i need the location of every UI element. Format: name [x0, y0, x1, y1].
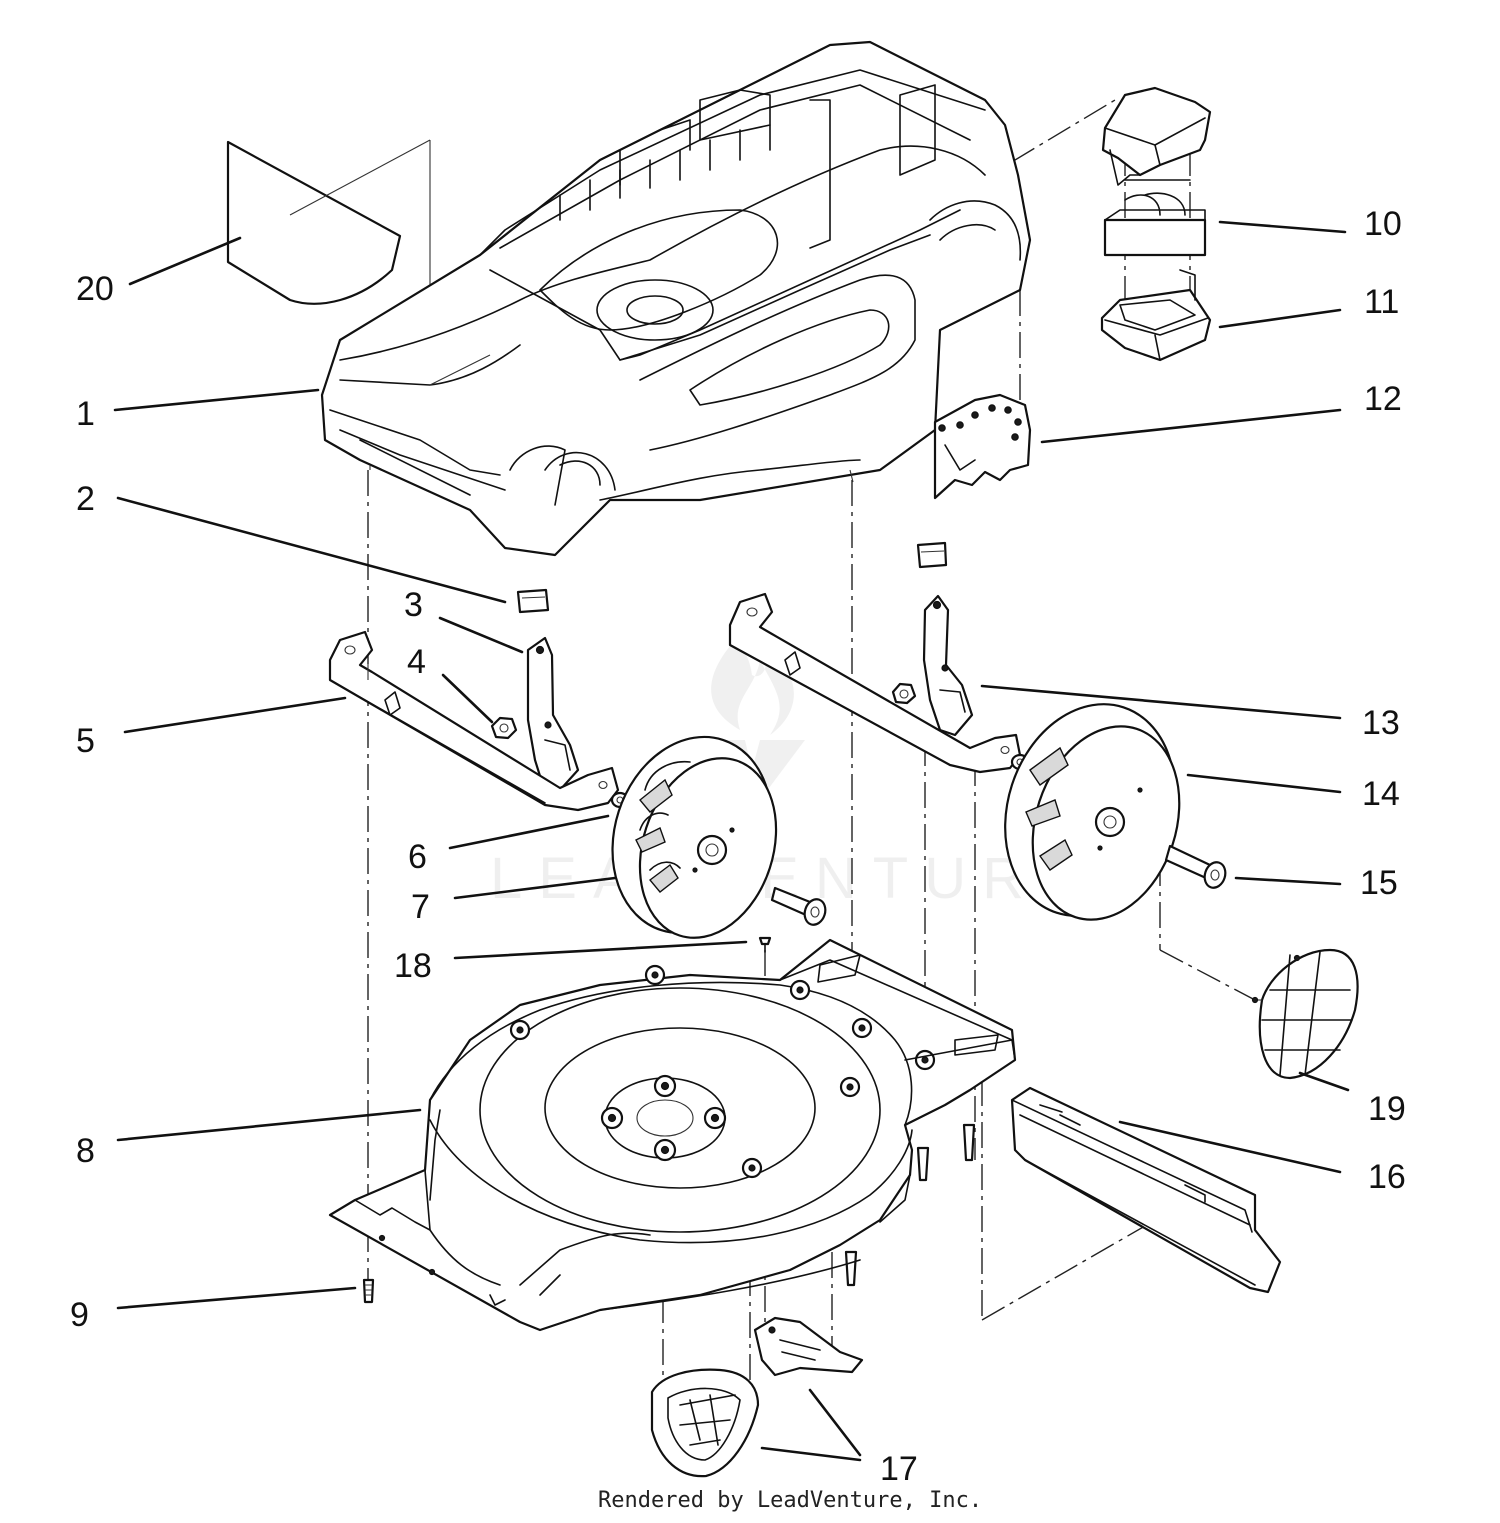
height-bracket-part-3	[526, 636, 580, 806]
pivot-cover-part-17-lower	[650, 1368, 760, 1478]
wheel-part-7	[611, 735, 778, 939]
callout-4: 4	[407, 643, 426, 681]
nut-part-4	[490, 716, 518, 740]
clip-right	[916, 541, 948, 569]
rear-axle	[728, 592, 1022, 774]
callout-12: 12	[1364, 380, 1402, 418]
wheel-part-14	[1004, 703, 1181, 921]
switch-base-part-11	[1100, 269, 1212, 362]
leader-lines	[113, 220, 1350, 1462]
callout-14: 14	[1362, 775, 1400, 813]
callout-3: 3	[404, 586, 423, 624]
callout-1: 1	[76, 395, 95, 433]
callout-19: 19	[1368, 1090, 1406, 1128]
deck-part-8	[328, 938, 1017, 1332]
callout-8: 8	[76, 1132, 95, 1170]
callout-13: 13	[1362, 704, 1400, 742]
height-plate-part-12	[933, 393, 1032, 500]
callout-6: 6	[408, 838, 427, 876]
callouts: 20 1 2 3 4 5 6 7 18 8 9 10 11 12 13 14 1…	[70, 205, 1406, 1488]
hub-cap-part-19	[1251, 948, 1359, 1080]
pivot-cover-part-17-upper	[753, 1316, 864, 1377]
bolt-part-9	[362, 1278, 375, 1304]
mower-housing-part-1	[320, 40, 1032, 557]
callout-18: 18	[394, 947, 432, 985]
callout-11: 11	[1364, 283, 1399, 321]
wheel-bolt-left	[770, 886, 827, 926]
callout-7: 7	[411, 888, 430, 926]
callout-20: 20	[76, 270, 114, 308]
callout-17: 17	[880, 1450, 918, 1488]
decal-part-20	[226, 139, 431, 385]
height-bracket-part-13	[922, 594, 974, 737]
rear-skirt-part-16	[1010, 1086, 1282, 1294]
callout-15: 15	[1360, 864, 1398, 902]
callout-5: 5	[76, 722, 95, 760]
callout-2: 2	[76, 480, 95, 518]
callout-10: 10	[1364, 205, 1402, 243]
nut-right	[891, 682, 917, 705]
callout-9: 9	[70, 1296, 89, 1334]
screw-part-18	[758, 936, 772, 953]
switch-cover-part-10	[1101, 86, 1212, 257]
front-axle-part-5	[328, 630, 620, 812]
wheel-bolt-part-15	[1164, 844, 1227, 889]
credit-text: Rendered by LeadVenture, Inc.	[598, 1488, 982, 1513]
watermark: LEADVENTURE	[490, 640, 1079, 911]
callout-16: 16	[1368, 1158, 1406, 1196]
clip-part-2	[516, 588, 550, 614]
